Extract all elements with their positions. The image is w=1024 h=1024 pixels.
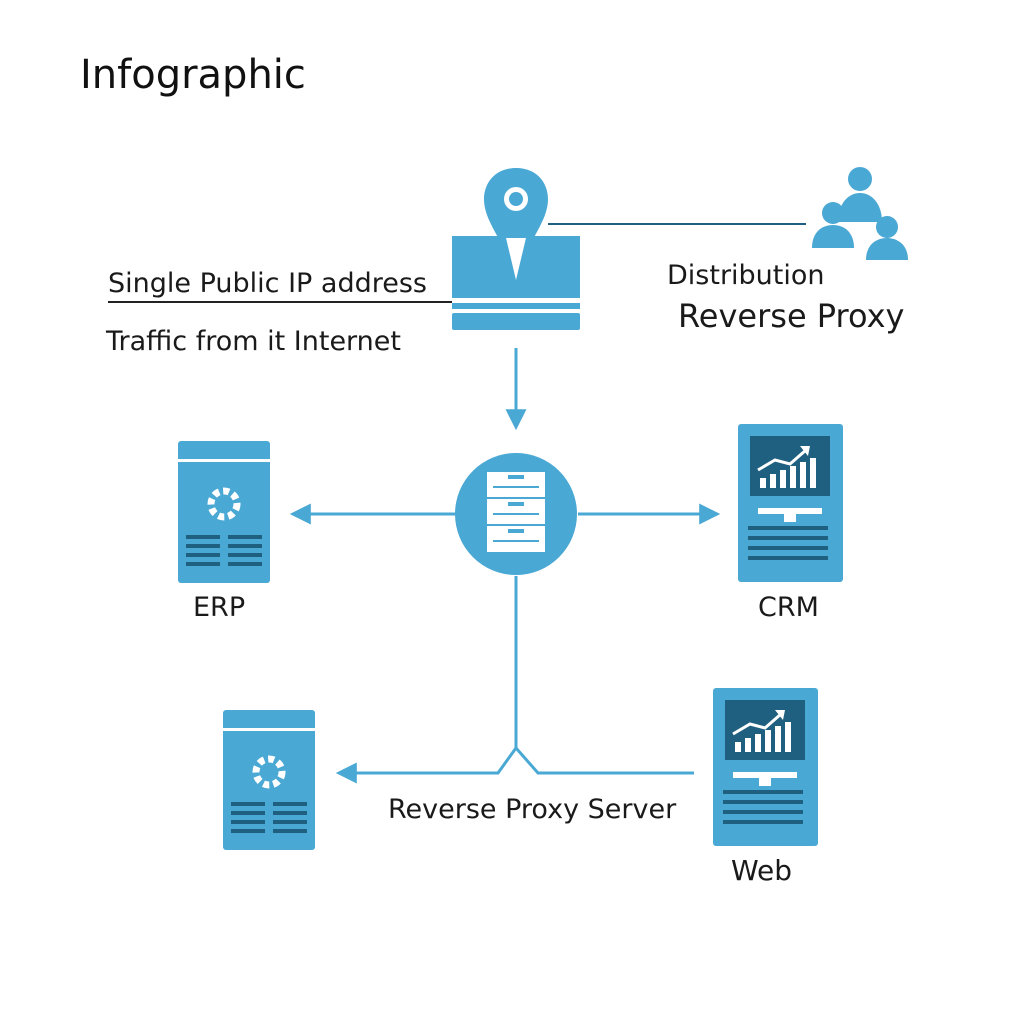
label-traffic: Traffic from it Internet [106, 326, 401, 357]
label-erp: ERP [193, 592, 246, 623]
page-title: Infographic [80, 52, 306, 98]
label-distribution: Distribution [667, 260, 825, 291]
branch-right [514, 747, 694, 775]
server-icon [223, 710, 315, 850]
laptop-icon [452, 236, 580, 330]
label-reverse-proxy: Reverse Proxy [678, 297, 905, 335]
label-crm: CRM [758, 592, 819, 623]
filing-cabinet-icon [455, 453, 577, 575]
label-web: Web [731, 854, 793, 887]
crm-monitor-icon [738, 424, 843, 582]
erp-server-icon [178, 441, 270, 583]
label-reverse-proxy-server: Reverse Proxy Server [388, 794, 677, 825]
connectors [108, 223, 806, 784]
branch-left [335, 747, 518, 784]
map-pin-icon [484, 168, 548, 278]
users-icon [812, 167, 908, 260]
label-single-public-ip: Single Public IP address [108, 268, 427, 299]
web-monitor-icon [713, 688, 818, 846]
